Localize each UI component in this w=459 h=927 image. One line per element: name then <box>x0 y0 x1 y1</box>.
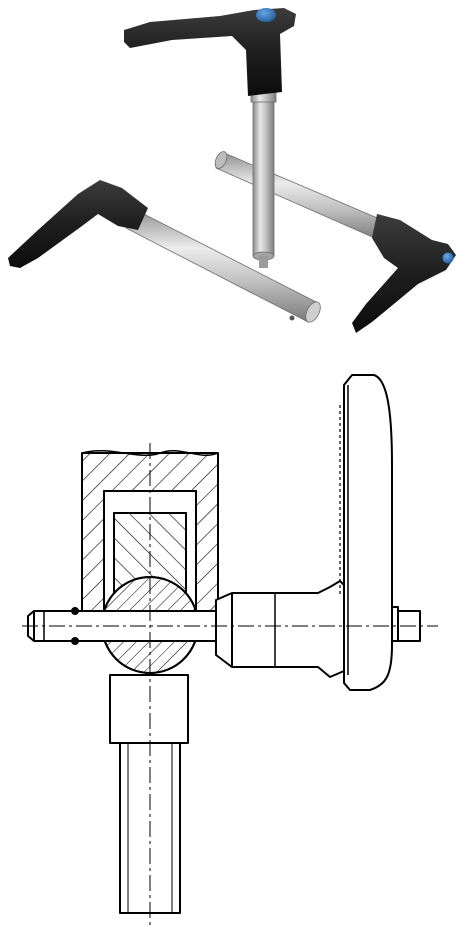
threaded-stud <box>109 674 189 914</box>
centre-lines <box>22 443 438 927</box>
top-lever-handle <box>124 8 296 96</box>
product-photo <box>0 0 459 345</box>
vertical-plunger <box>124 8 296 268</box>
right-lock-button <box>442 252 454 264</box>
right-plunger <box>214 151 456 333</box>
left-plunger <box>8 180 321 323</box>
top-lock-button <box>256 8 276 22</box>
lever-arm <box>339 374 393 691</box>
left-lever-handle <box>8 180 148 268</box>
technical-drawing <box>0 345 459 927</box>
right-lever-handle <box>352 214 456 333</box>
